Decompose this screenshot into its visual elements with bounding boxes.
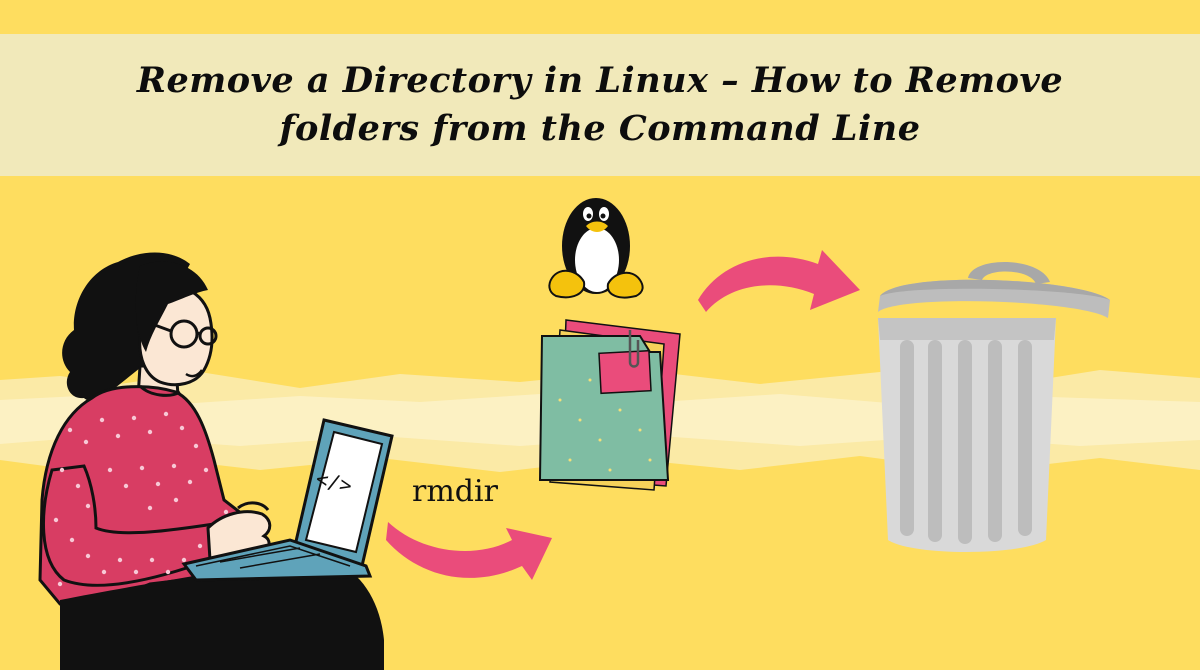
arrow-icon xyxy=(698,250,860,312)
trash-can-icon xyxy=(878,261,1110,552)
command-label: rmdir xyxy=(412,474,498,509)
arrow-icon xyxy=(386,522,552,580)
folder-icon xyxy=(538,319,681,491)
woman-figure xyxy=(38,252,384,670)
title-line-1: Remove a Directory in Linux – How to Rem… xyxy=(136,60,1064,101)
pants xyxy=(60,560,384,670)
tux-penguin-icon xyxy=(548,198,644,299)
page-title: Remove a Directory in Linux – How to Rem… xyxy=(137,57,1063,153)
laptop xyxy=(181,418,394,582)
title-line-2: folders from the Command Line xyxy=(279,108,921,149)
laptop-base xyxy=(181,538,373,582)
sweater-dots xyxy=(53,411,229,587)
title-banner: Remove a Directory in Linux – How to Rem… xyxy=(0,34,1200,176)
